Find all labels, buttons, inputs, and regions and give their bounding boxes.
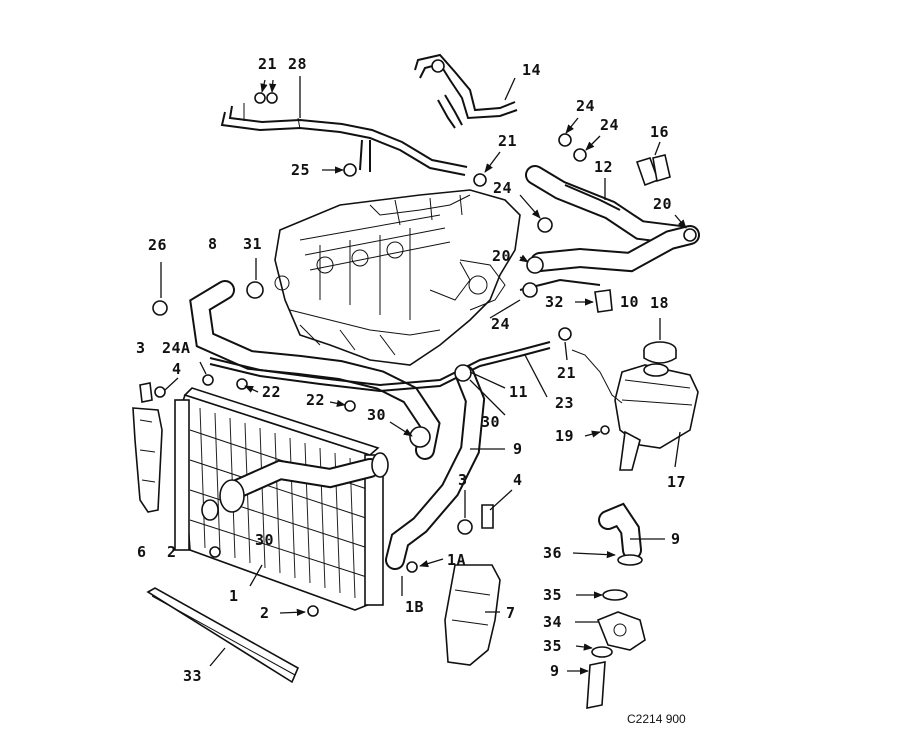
callout-2: 2: [260, 604, 270, 622]
callout-3: 3: [136, 339, 146, 357]
callout-14: 14: [522, 61, 541, 79]
callout-19: 19: [555, 427, 574, 445]
diagram-code: C2214 900: [627, 712, 686, 726]
callout-17: 17: [667, 473, 686, 491]
callout-8: 8: [208, 235, 218, 253]
radiator: [174, 387, 389, 611]
heater-pipe-28: [220, 103, 468, 176]
engine-block: [274, 189, 521, 366]
callout-6: 6: [137, 543, 147, 561]
overflow-hose-11: [209, 341, 551, 393]
callout-22: 22: [262, 383, 281, 401]
callout-24: 24: [491, 315, 510, 333]
callout-25: 25: [291, 161, 310, 179]
callout-24: 24: [576, 97, 595, 115]
callout-24: 24: [600, 116, 619, 134]
callout-7: 7: [506, 604, 516, 622]
radiator-hose-9: [385, 365, 486, 570]
clamp-36: [617, 554, 643, 566]
expansion-tank: [614, 363, 699, 471]
callout-28: 28: [288, 55, 307, 73]
expansion-tank-cap: [643, 341, 677, 364]
callout-26: 26: [148, 236, 167, 254]
callout-20: 20: [492, 247, 511, 265]
callout-18: 18: [650, 294, 669, 312]
clamp-35-lower: [591, 646, 613, 658]
callout-11: 11: [509, 383, 528, 401]
callout-9: 9: [550, 662, 560, 680]
callout-24: 24: [493, 179, 512, 197]
callout-32: 32: [545, 293, 564, 311]
callout-24A: 24A: [162, 339, 191, 357]
callout-33: 33: [183, 667, 202, 685]
lower-hose-9b: [586, 661, 606, 709]
small-parts: [139, 92, 697, 617]
callout-3: 3: [458, 471, 468, 489]
radiator-hose-8: [189, 280, 441, 460]
callout-1: 1: [229, 587, 239, 605]
callout-1B: 1B: [405, 598, 424, 616]
callout-4: 4: [513, 471, 523, 489]
heater-pipe-14: [414, 53, 518, 129]
callout-30: 30: [367, 406, 386, 424]
callout-16: 16: [650, 123, 669, 141]
callout-22: 22: [306, 391, 325, 409]
callout-4: 4: [172, 360, 182, 378]
callout-31: 31: [243, 235, 262, 253]
clamp-35-upper: [602, 589, 628, 601]
callout-12: 12: [594, 158, 613, 176]
side-shield-6: [132, 407, 163, 513]
callout-35: 35: [543, 586, 562, 604]
callout-21: 21: [498, 132, 517, 150]
callout-36: 36: [543, 544, 562, 562]
callout-21: 21: [258, 55, 277, 73]
callout-30: 30: [255, 531, 274, 549]
lower-hose-9a: [598, 502, 642, 560]
callout-2: 2: [167, 543, 177, 561]
heater-hoses-20: [519, 165, 700, 291]
tank-hose: [571, 349, 623, 404]
callout-9: 9: [513, 440, 523, 458]
callout-20: 20: [653, 195, 672, 213]
callout-21: 21: [557, 364, 576, 382]
seal-strip-33: [146, 587, 300, 684]
side-shield-7: [444, 564, 501, 666]
callout-30: 30: [481, 413, 500, 431]
callout-9: 9: [671, 530, 681, 548]
callout-labels: 21 28 14 24 24 16 21 12 25 24 20 26 8 31…: [136, 55, 686, 685]
leader-lines: [160, 76, 687, 675]
callout-10: 10: [620, 293, 639, 311]
callout-34: 34: [543, 613, 562, 631]
callout-23: 23: [555, 394, 574, 412]
fitting-34: [596, 611, 646, 651]
callout-35: 35: [543, 637, 562, 655]
callout-1A: 1A: [447, 551, 466, 569]
